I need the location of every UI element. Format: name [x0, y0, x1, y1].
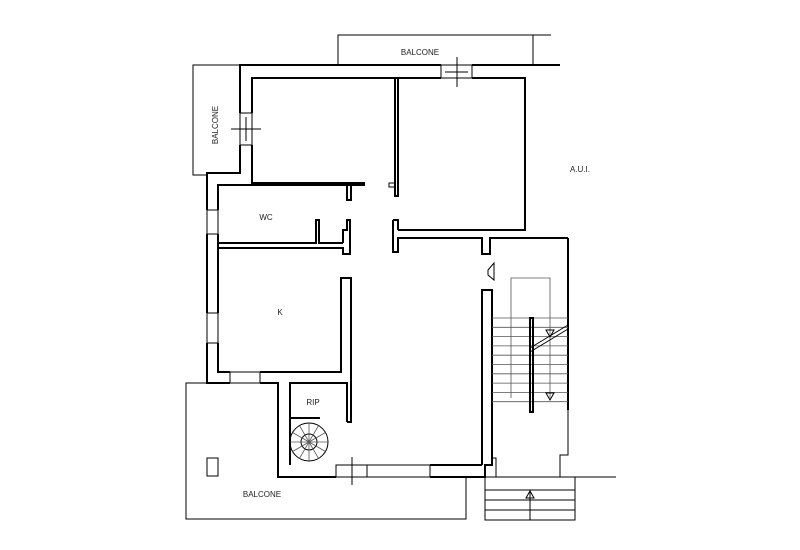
spiral-step — [308, 441, 326, 452]
label-aui: A.U.I. — [570, 165, 590, 174]
label-balcone-left: BALCONE — [211, 106, 220, 144]
arrow-down-icon — [545, 329, 555, 339]
window-k-side — [206, 312, 219, 344]
main-staircase — [492, 277, 569, 413]
spiral-staircase — [289, 422, 329, 462]
spiral-step — [308, 432, 326, 443]
balcony-top — [337, 34, 551, 65]
spiral-step — [292, 441, 310, 452]
spiral-step — [308, 441, 319, 459]
window-wc — [206, 209, 219, 235]
interior-walls — [218, 77, 568, 465]
entry-steps — [484, 476, 576, 521]
door-symbol — [487, 261, 495, 282]
balcony-bottom — [185, 382, 467, 520]
spiral-step — [299, 425, 310, 443]
exterior-walls — [206, 64, 616, 478]
spiral-step — [292, 432, 310, 443]
drain-box — [206, 457, 219, 477]
label-balcone-bottom: BALCONE — [243, 490, 281, 499]
spiral-step — [299, 441, 310, 459]
arrow-up-icon — [525, 489, 535, 499]
balcony-left — [192, 64, 240, 176]
label-kitchen: K — [277, 308, 283, 317]
windows — [206, 57, 473, 485]
label-rip: RIP — [306, 398, 319, 407]
window-k-bottom — [229, 371, 261, 384]
label-balcone-top: BALCONE — [401, 48, 439, 57]
label-wc: WC — [259, 213, 273, 222]
arrow-down-icon — [545, 392, 555, 402]
window-living — [335, 464, 431, 478]
spiral-step — [308, 425, 319, 443]
